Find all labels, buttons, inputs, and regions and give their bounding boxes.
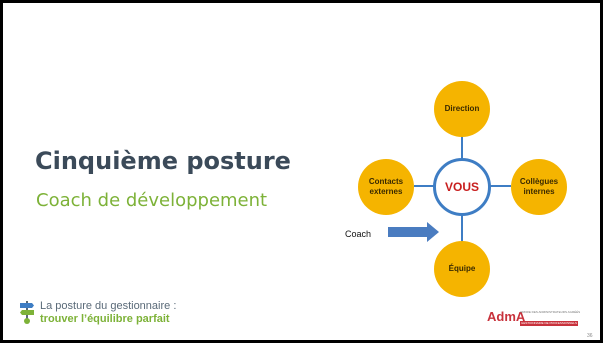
- diagram-connectors: [388, 128, 511, 243]
- coach-label: Coach: [345, 229, 372, 239]
- node-contacts-externes: Contacts externes: [358, 159, 414, 215]
- node-collegues-internes: Collègues internes: [511, 159, 567, 215]
- footer-line1: La posture du gestionnaire :: [40, 300, 177, 312]
- coach-arrow: [388, 222, 439, 242]
- slide-subtitle: Coach de développement: [36, 190, 268, 211]
- footer-logo: La posture du gestionnaire : trouver l’é…: [18, 299, 238, 329]
- page-number: 36: [587, 333, 593, 339]
- adma-brand-small: ORDRE DES ADMINISTRATEURS AGRÉÉS: [520, 310, 581, 314]
- signpost-icon: [20, 301, 34, 324]
- node-vous: VOUS: [433, 158, 491, 216]
- adma-brand: AdmA: [487, 309, 526, 324]
- adma-brand-bar: GESTIONNAIRE DE PROFESSIONNELS: [520, 321, 578, 326]
- adma-logo: AdmA ORDRE DES ADMINISTRATEURS AGRÉÉS GE…: [487, 309, 581, 329]
- node-equipe: Équipe: [434, 241, 490, 297]
- slide: Cinquième posture Coach de développement…: [3, 3, 600, 340]
- slide-title: Cinquième posture: [35, 147, 291, 175]
- node-direction: Direction: [434, 81, 490, 137]
- footer-line2: trouver l’équilibre parfait: [40, 313, 170, 325]
